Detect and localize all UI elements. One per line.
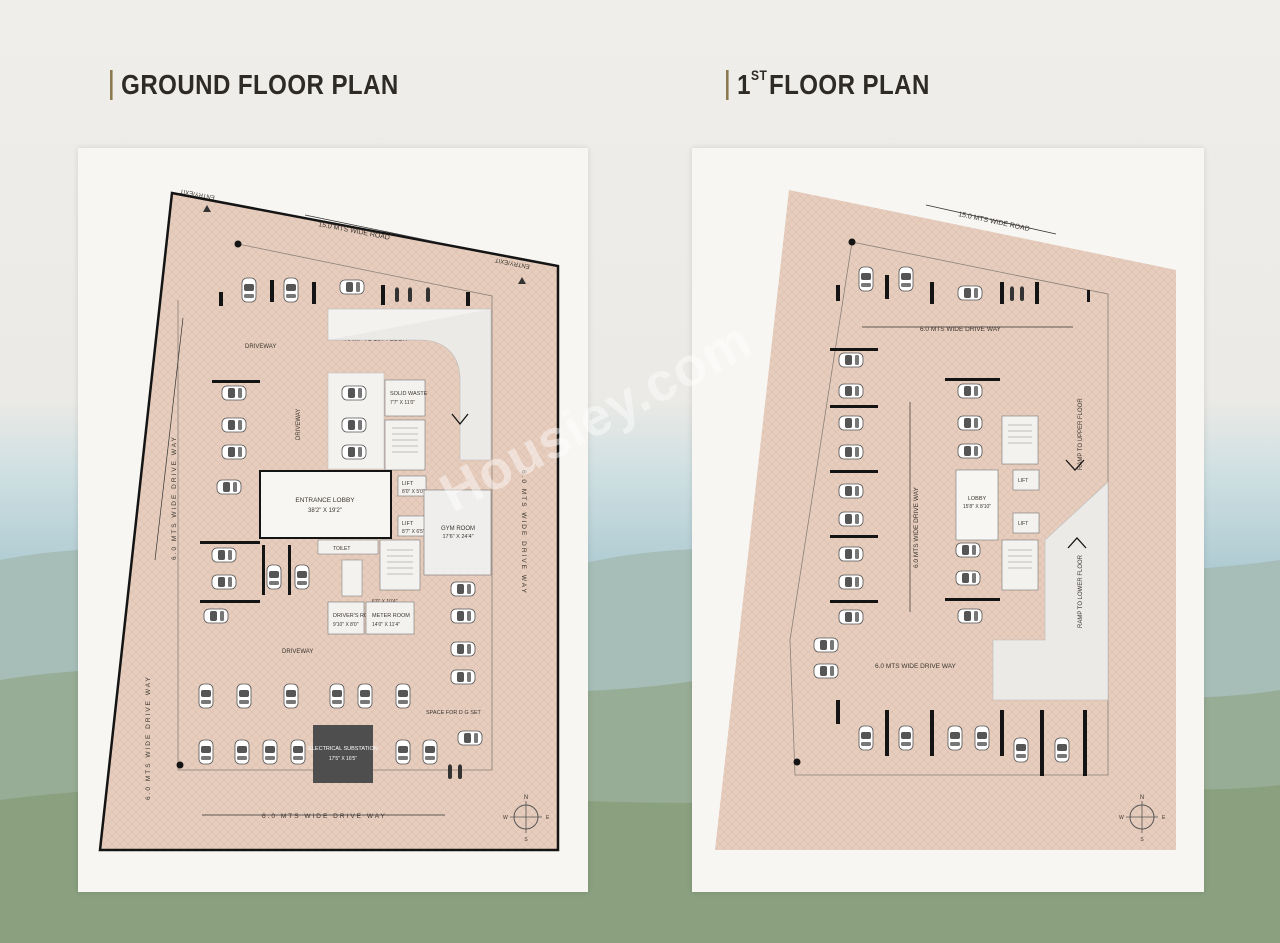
parking-car xyxy=(241,277,257,303)
parking-car xyxy=(341,444,367,460)
staircase-2 xyxy=(379,539,421,591)
ramp-upper-label: RAMP TO UPPER FLOOR xyxy=(1078,398,1084,470)
first-lobby-dim: 15'8" X 8'10" xyxy=(963,504,991,510)
bike-parking xyxy=(395,287,399,302)
meter-room xyxy=(365,601,415,635)
lift-dim: 8'7" X 6'5" xyxy=(402,529,425,535)
parking-car xyxy=(957,285,983,301)
first-bottom-parking xyxy=(836,700,1087,776)
first-floor-title-sup: ST xyxy=(751,67,768,83)
staircase-1 xyxy=(384,419,426,471)
first-lift-label: LIFT xyxy=(1018,521,1028,527)
parking-car xyxy=(339,279,365,295)
compass-e: E xyxy=(1162,815,1166,821)
dg-set-label: SPACE FOR D G SET xyxy=(426,710,482,716)
electrical-substation-label: ELECTRICAL SUBSTATION xyxy=(308,746,378,752)
electrical-substation xyxy=(313,725,373,783)
lift-dim: 8'0" X 5'0" xyxy=(402,489,425,495)
ground-floor-title: GROUND FLOOR PLAN xyxy=(121,69,399,100)
compass-s: S xyxy=(1140,837,1144,843)
gym-room-dim: 17'6" X 24'4" xyxy=(442,534,473,540)
first-staircase-1 xyxy=(1001,415,1039,465)
electrical-substation-dim: 17'5" X 16'5" xyxy=(329,756,357,762)
first-boundary-line xyxy=(789,241,1109,776)
compass-n: N xyxy=(524,795,528,801)
first-floor-title-prefix: 1 xyxy=(737,69,752,100)
drive-way-6m-label: 6.0 MTS WIDE DRIVE WAY xyxy=(520,470,527,595)
ground-floor-plan: 15.0 MTS WIDE ROAD ENTRY/EXIT ENTRY/EXIT… xyxy=(98,187,560,852)
compass-n: N xyxy=(1140,795,1144,801)
driveway-label: DRIVEWAY xyxy=(296,409,302,440)
entrance-lobby-label: ENTRANCE LOBBY xyxy=(295,497,355,504)
first-lobby xyxy=(955,469,999,541)
bike-parking xyxy=(426,287,430,302)
first-compass: N S E W xyxy=(1119,795,1166,843)
drive-way-6m-label: 6.0 MTS WIDE DRIVE WAY xyxy=(920,326,1002,333)
first-floor-plan: 15.0 MTS WIDE ROAD 6.0 MTS WIDE DRIVE WA… xyxy=(715,190,1176,850)
ground-left-parking xyxy=(200,380,260,624)
solid-waste-room xyxy=(384,379,426,417)
compass-w: W xyxy=(503,815,508,821)
drive-way-6m-label: 6.0 MTS WIDE DRIVE WAY xyxy=(145,675,152,800)
corner-marker xyxy=(234,240,242,248)
ground-ramp xyxy=(328,309,492,461)
ground-compass: N S E W xyxy=(503,795,550,843)
parking-car xyxy=(341,385,367,401)
first-lobby-label: LOBBY xyxy=(968,496,987,502)
first-lift-label: LIFT xyxy=(1018,478,1028,484)
drivers-room-dim: 9'10" X 8'0" xyxy=(333,622,359,628)
ground-center-parking xyxy=(262,545,310,595)
ground-boundary-line xyxy=(177,243,493,771)
lift-label: LIFT xyxy=(402,521,414,527)
entrance-lobby-dim: 38'2" X 19'2" xyxy=(308,508,342,514)
driveway-label: DRIVEWAY xyxy=(245,344,276,350)
compass-s: S xyxy=(524,837,528,843)
meter-room-dim: 14'0" X 11'4" xyxy=(372,622,400,628)
driveway-label: DRIVEWAY xyxy=(282,649,313,655)
first-central-parking xyxy=(945,378,1000,624)
compass-w: W xyxy=(1119,815,1124,821)
ramp-lower-label: RAMP TO LOWER FLOOR xyxy=(1078,554,1084,628)
corner-marker xyxy=(176,761,184,769)
parking-car xyxy=(341,417,367,433)
parking-car xyxy=(858,266,874,292)
bike-parking xyxy=(408,287,412,302)
drive-way-6m-label: 6.0 MTS WIDE DRIVE WAY xyxy=(875,663,957,670)
parking-car xyxy=(283,277,299,303)
lift-label: LIFT xyxy=(402,481,414,487)
parking-car xyxy=(898,266,914,292)
solid-waste-label: SOLID WASTE xyxy=(390,391,428,397)
compass-e: E xyxy=(546,815,550,821)
entry-arrow xyxy=(203,205,211,212)
road-arrow xyxy=(304,214,437,243)
drive-way-6m-label: 6.0 MTS WIDE DRIVE WAY xyxy=(262,813,387,820)
first-staircase-2 xyxy=(1001,539,1039,591)
toilet-label: TOILET xyxy=(333,546,350,552)
entrance-lobby xyxy=(259,470,392,539)
meter-room-label: METER ROOM xyxy=(372,613,410,619)
heading-accent-bar xyxy=(110,70,113,100)
lift-1 xyxy=(397,475,427,497)
first-floor-title-suffix: FLOOR PLAN xyxy=(768,69,930,100)
gym-room xyxy=(423,489,492,576)
gym-room-label: GYM ROOM xyxy=(441,526,475,532)
ground-floor-heading: GROUND FLOOR PLAN xyxy=(110,68,399,102)
first-ramp xyxy=(992,481,1109,701)
first-left-parking xyxy=(813,348,878,679)
solid-waste-dim: 7'7" X 11'0" xyxy=(390,400,415,406)
drivers-room xyxy=(327,601,365,635)
drivers-room-label: DRIVER'S ROOM xyxy=(333,613,378,619)
heading-accent-bar xyxy=(726,70,729,100)
drive-way-6m-label: 6.0 MTS WIDE DRIVE WAY xyxy=(171,435,178,560)
entry-arrow xyxy=(518,277,526,284)
drive-way-6m-label: 6.0 MTS WIDE DRIVE WAY xyxy=(913,486,920,568)
